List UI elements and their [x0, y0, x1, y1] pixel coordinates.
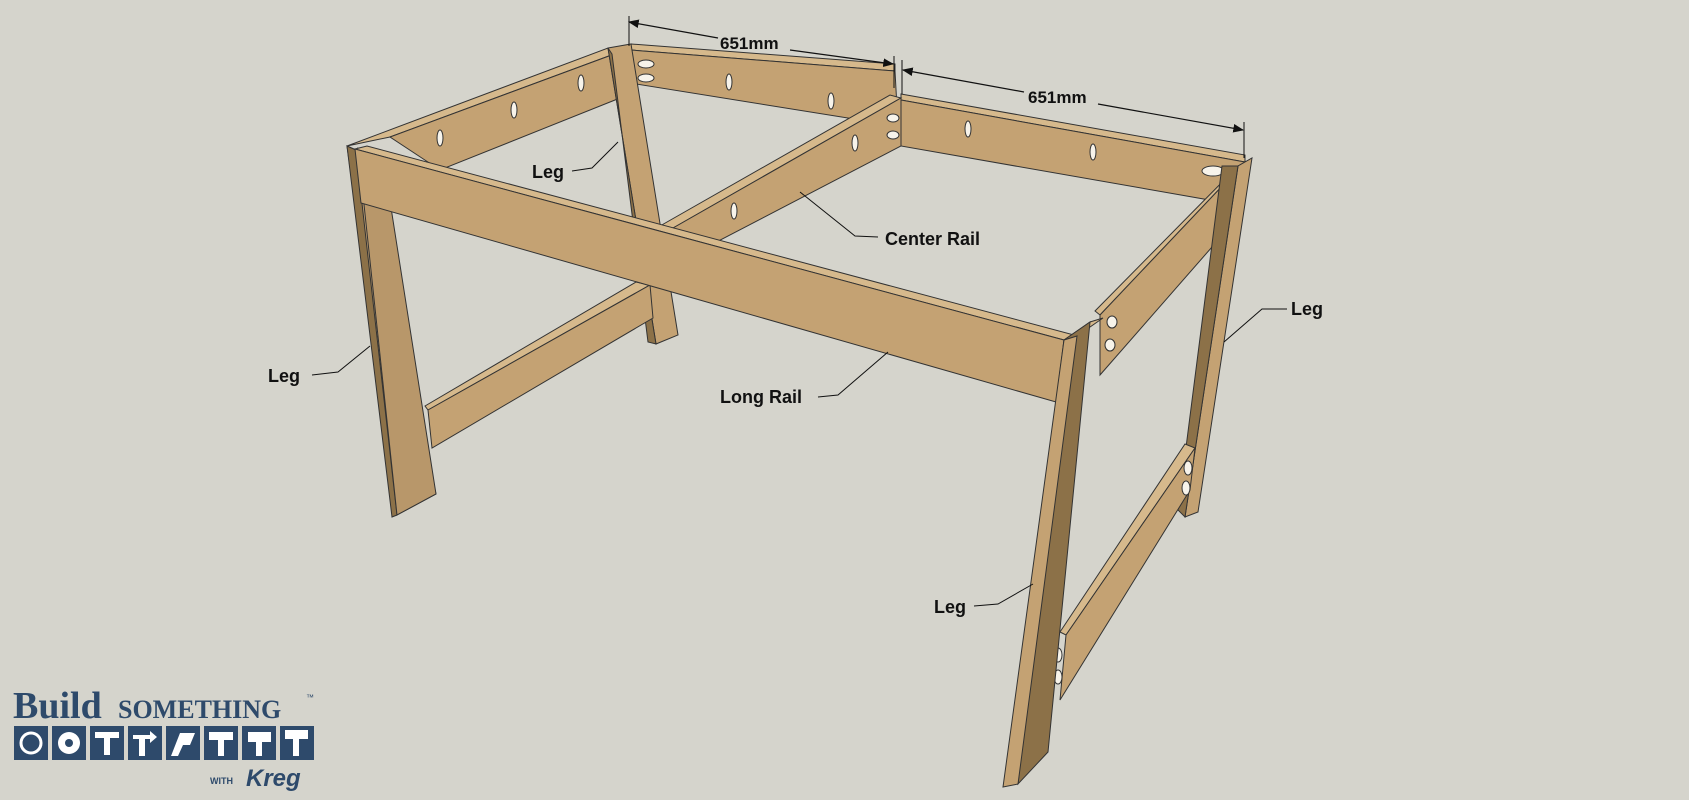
paint-brush-icon — [248, 732, 271, 756]
label-leg-back-right: Leg — [1291, 299, 1323, 319]
dimension-right: 651mm — [901, 60, 1245, 158]
callouts: Leg Center Rail Leg Long Rail Leg Leg — [268, 141, 1323, 617]
buildsomething-logo: Build SOMETHING ™ WITH Kreg — [13, 685, 314, 792]
right-stretcher — [1053, 443, 1196, 701]
leg-front-left — [346, 145, 437, 518]
label-center-rail: Center Rail — [885, 229, 980, 249]
left-stretcher — [424, 281, 654, 449]
leg-front-right — [1002, 317, 1104, 788]
logo-with-text: WITH — [210, 776, 233, 786]
dimension-label-left: 651mm — [720, 34, 779, 53]
logo-something-text: SOMETHING — [118, 695, 281, 724]
hammer-icon — [133, 731, 157, 756]
level-icon — [209, 732, 233, 756]
dimension-label-right: 651mm — [1028, 88, 1087, 107]
long-rail — [353, 145, 1076, 403]
label-leg-front-left: Leg — [268, 366, 300, 386]
clamp-icon — [95, 732, 119, 755]
logo-kreg-text: Kreg — [246, 765, 301, 792]
sander-icon — [19, 731, 43, 755]
drill-icon — [171, 733, 195, 756]
label-leg-back-inner: Leg — [532, 162, 564, 182]
logo-tool-tiles — [14, 726, 314, 760]
back-rail-left — [630, 43, 899, 127]
leg-back-right — [1177, 157, 1253, 519]
paint-roller-icon — [285, 730, 308, 756]
label-long-rail: Long Rail — [720, 387, 802, 407]
label-leg-front-right: Leg — [934, 597, 966, 617]
dimension-left: 651mm — [627, 16, 895, 88]
logo-tm: ™ — [306, 693, 314, 702]
back-rail-right — [900, 93, 1246, 206]
logo-build-text: Build — [13, 685, 102, 727]
